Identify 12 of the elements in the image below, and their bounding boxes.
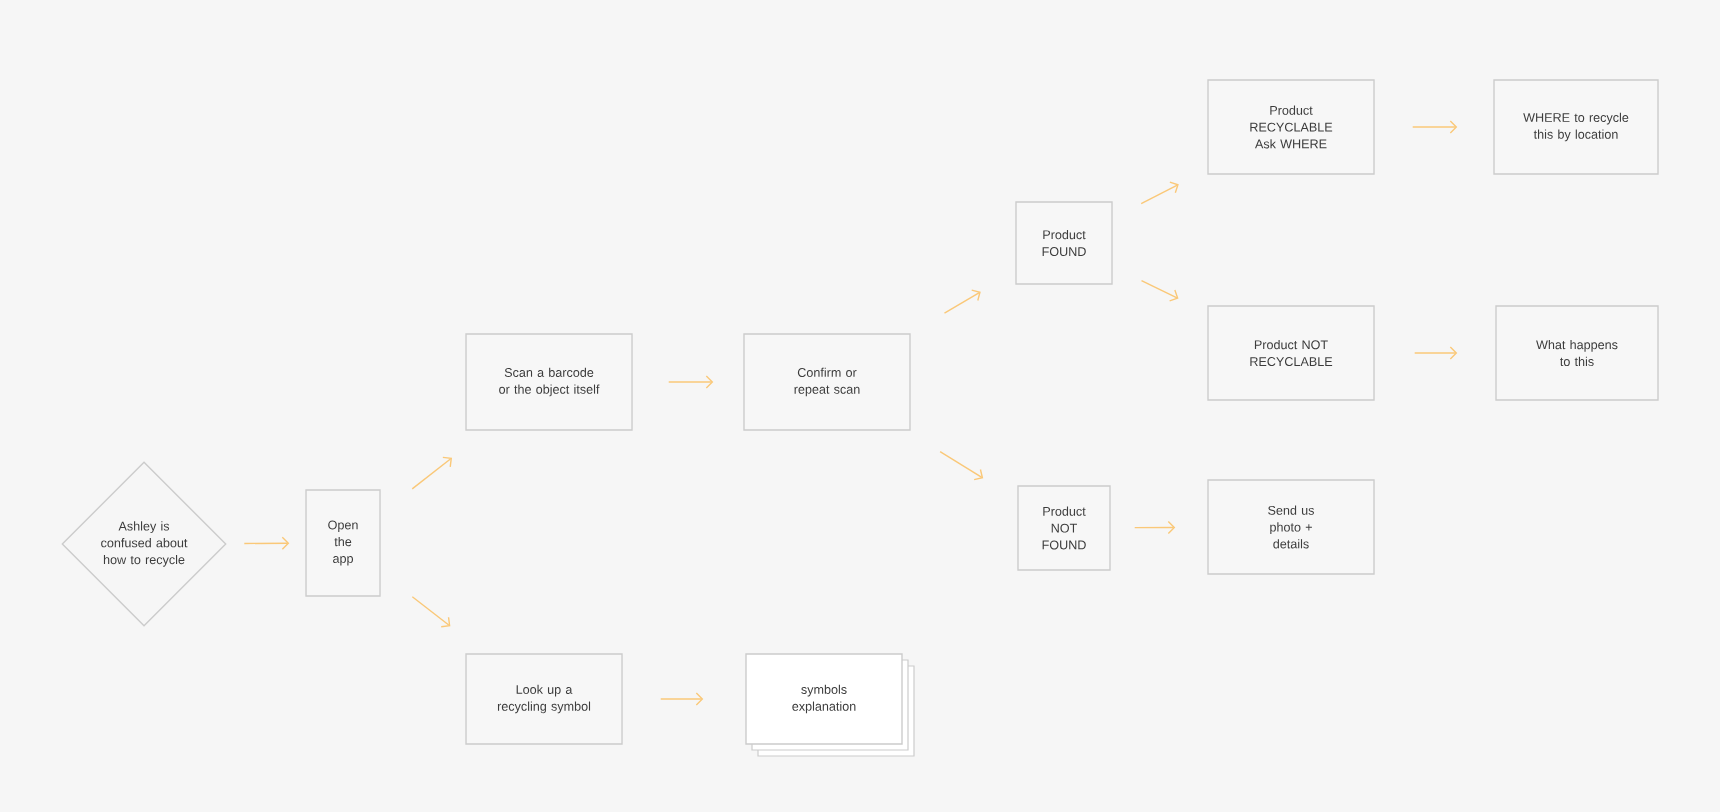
- arrow: [1140, 279, 1179, 302]
- arrow: [660, 692, 704, 706]
- arrow: [411, 456, 453, 490]
- arrow: [1134, 520, 1176, 535]
- arrow: [943, 289, 981, 314]
- arrow: [1412, 120, 1458, 134]
- arrow: [1414, 346, 1458, 360]
- arrow: [939, 450, 984, 481]
- arrow: [1140, 181, 1179, 205]
- arrow: [411, 596, 451, 628]
- arrow: [243, 536, 290, 550]
- arrow: [668, 375, 714, 389]
